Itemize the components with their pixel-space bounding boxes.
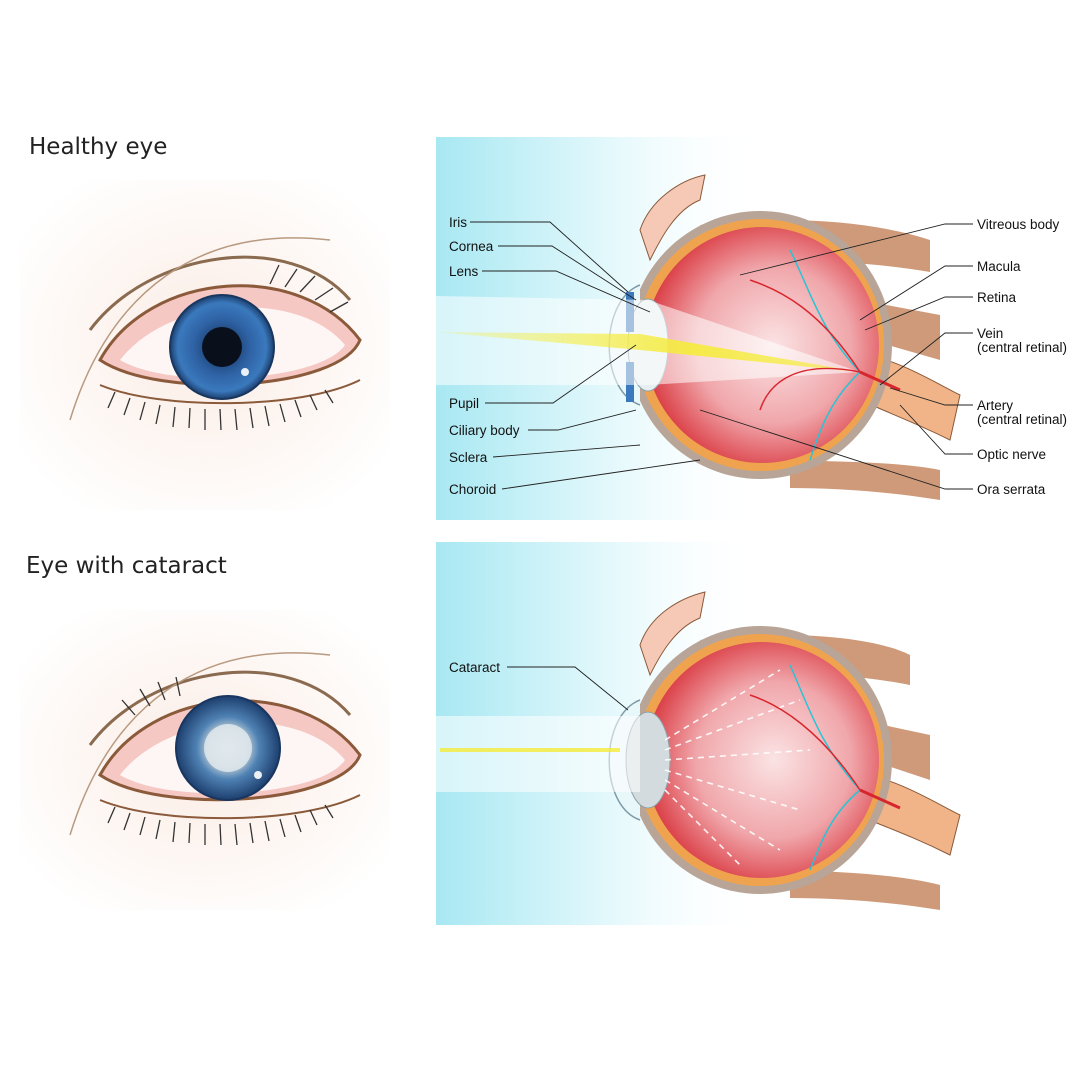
cataract-labels: Cataract [449,660,500,675]
label-retina: Retina [977,290,1017,305]
label-optic-nerve: Optic nerve [977,447,1046,462]
label-pupil: Pupil [449,396,479,411]
healthy-eye-title: Healthy eye [29,134,168,160]
label-ora-serrata: Ora serrata [977,482,1046,497]
label-vitreous-body: Vitreous body [977,217,1060,232]
healthy-labels: Iris Cornea Lens Pupil Ciliary body Scle… [449,215,1067,497]
cataract-eye-title: Eye with cataract [26,553,227,579]
leader-lines [470,221,973,711]
healthy-eye-cross-section [436,137,961,520]
cloudy-lens-front [204,724,252,772]
label-cataract: Cataract [449,660,500,675]
label-vein: Vein [977,326,1003,341]
cataract-eye-front-view [20,610,390,910]
label-vein-sub: (central retinal) [977,340,1067,355]
label-iris: Iris [449,215,467,230]
label-artery: Artery [977,398,1013,413]
label-macula: Macula [977,259,1021,274]
cataract-eye-cross-section [436,542,961,925]
label-lens: Lens [449,264,479,279]
label-ciliary-body: Ciliary body [449,423,520,438]
healthy-eye-front-view [20,180,390,510]
label-artery-sub: (central retinal) [977,412,1067,427]
label-cornea: Cornea [449,239,494,254]
pupil-front [202,327,242,367]
label-choroid: Choroid [449,482,496,497]
label-sclera: Sclera [449,450,488,465]
